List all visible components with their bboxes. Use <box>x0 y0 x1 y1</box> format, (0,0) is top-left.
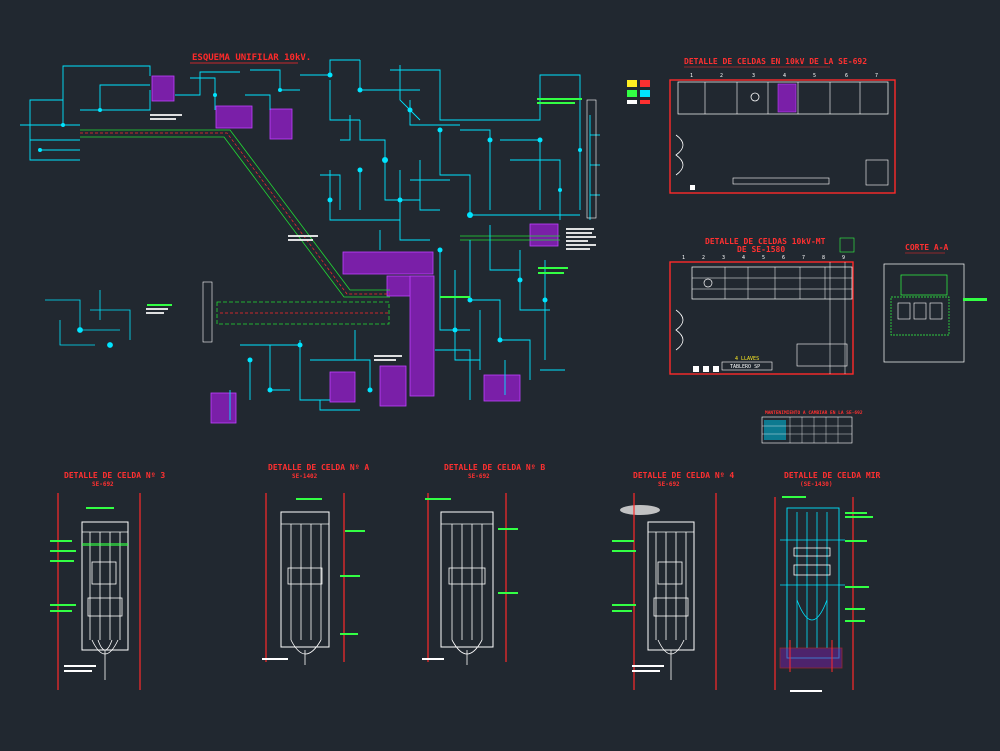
cell-detail-2: DETALLE DE CELDA Nº A SE-1402 <box>262 463 369 665</box>
cut-aa: CORTE A-A <box>883 243 987 363</box>
cell-detail-4-title: DETALLE DE CELDA Nº 4 <box>633 471 734 480</box>
legend-table-title: MANTENIMIENTO A CAMBIAR EN LA SE-692 <box>765 410 863 416</box>
svg-text:7: 7 <box>875 73 878 79</box>
cell-detail-3-title: DETALLE DE CELDA Nº B <box>444 463 545 472</box>
svg-text:8: 8 <box>822 255 825 261</box>
svg-text:6: 6 <box>845 73 848 79</box>
cell-detail-4-subtitle: SE-692 <box>658 481 680 488</box>
cell-detail-1-title: DETALLE DE CELDA Nº 3 <box>64 471 165 480</box>
svg-text:3: 3 <box>722 255 725 261</box>
svg-text:2: 2 <box>702 255 705 261</box>
tablero-label: TABLERO SP <box>730 364 760 370</box>
svg-text:5: 5 <box>762 255 765 261</box>
cell-detail-5-title: DETALLE DE CELDA MIR <box>784 471 881 480</box>
cell-detail-3-subtitle: SE-692 <box>468 473 490 480</box>
svg-text:9: 9 <box>842 255 845 261</box>
llaves-label: 4 LLAVES <box>735 356 759 362</box>
svg-text:6: 6 <box>782 255 785 261</box>
route-lines <box>80 129 560 325</box>
cells-10kv-title: DETALLE DE CELDAS EN 10kV DE LA SE-692 <box>684 57 867 66</box>
cell-detail-1: DETALLE DE CELDA Nº 3 SE-692 <box>50 471 165 690</box>
cell-detail-2-title: DETALLE DE CELDA Nº A <box>268 463 369 472</box>
left-mini-schematic <box>45 290 131 348</box>
vertical-bus-box <box>202 281 213 343</box>
cell-numbers-mid: 1 2 3 4 5 6 7 8 9 <box>682 255 845 261</box>
cells-10kv-mt-plan: DETALLE DE CELDAS 10kV-MT DE SE-1580 1 2… <box>669 237 855 375</box>
svg-text:5: 5 <box>813 73 816 79</box>
cell-detail-3: DETALLE DE CELDA Nº B SE-692 <box>422 463 545 665</box>
cell-detail-4: DETALLE DE CELDA Nº 4 SE-692 <box>612 471 734 690</box>
cell-detail-2-subtitle: SE-1402 <box>292 473 318 480</box>
cells-10kv-plan: DETALLE DE CELDAS EN 10kV DE LA SE-692 1… <box>627 57 896 194</box>
substation-blocks <box>151 75 559 424</box>
svg-text:7: 7 <box>802 255 805 261</box>
cells-mt-title-2: DE SE-1580 <box>737 245 785 254</box>
single-line-schematic: ESQUEMA UNIFILAR 10kV. <box>20 53 600 424</box>
svg-text:1: 1 <box>690 73 693 79</box>
cell-numbers-top: 1 2 3 4 5 6 7 <box>690 73 878 79</box>
svg-text:3: 3 <box>752 73 755 79</box>
cells-mt-title-1: DETALLE DE CELDAS 10kV-MT <box>705 237 826 246</box>
svg-text:2: 2 <box>720 73 723 79</box>
svg-text:4: 4 <box>742 255 745 261</box>
schematic-annotations <box>146 114 596 361</box>
legend-icons <box>627 80 650 104</box>
maintenance-legend-table: MANTENIMIENTO A CAMBIAR EN LA SE-692 <box>761 410 863 444</box>
cell-detail-5-subtitle: (SE-1430) <box>800 481 833 488</box>
svg-text:1: 1 <box>682 255 685 261</box>
cut-aa-title: CORTE A-A <box>905 243 949 252</box>
schematic-title: ESQUEMA UNIFILAR 10kV. <box>192 53 311 63</box>
breaker-symbols <box>38 72 582 393</box>
cell-detail-1-subtitle: SE-692 <box>92 481 114 488</box>
svg-text:4: 4 <box>783 73 786 79</box>
cell-detail-5: DETALLE DE CELDA MIR (SE-1430) <box>774 471 881 692</box>
